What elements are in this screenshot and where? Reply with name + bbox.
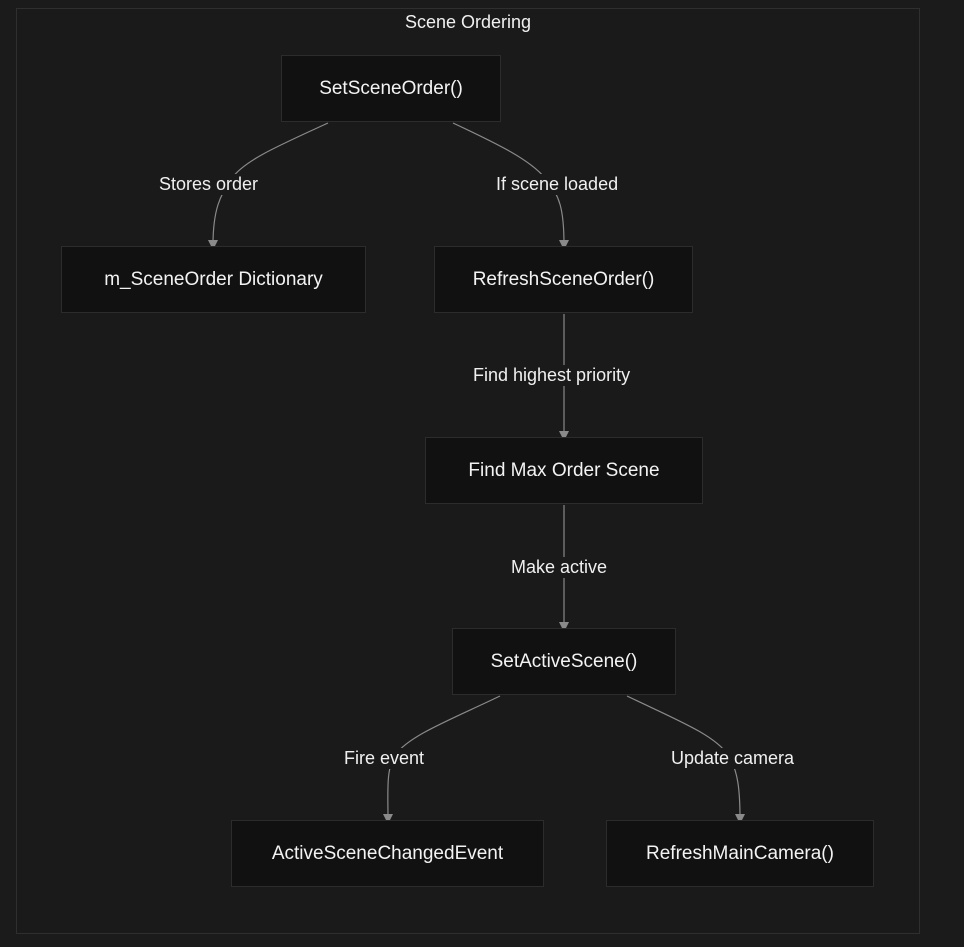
node-refresh-main-camera-label: RefreshMainCamera() bbox=[646, 842, 834, 864]
edge-label-update-camera: Update camera bbox=[669, 748, 797, 769]
edge-label-if-scene-loaded: If scene loaded bbox=[494, 174, 621, 195]
group-title: Scene Ordering bbox=[404, 12, 532, 32]
node-set-scene-order-label: SetSceneOrder() bbox=[319, 77, 463, 99]
edge-label-fire-event: Fire event bbox=[342, 748, 427, 769]
edge-label-stores-order: Stores order bbox=[157, 174, 261, 195]
node-active-scene-changed-event: ActiveSceneChangedEvent bbox=[231, 820, 544, 887]
edge-label-make-active: Make active bbox=[509, 557, 610, 578]
node-scene-order-dictionary: m_SceneOrder Dictionary bbox=[61, 246, 366, 313]
node-refresh-main-camera: RefreshMainCamera() bbox=[606, 820, 874, 887]
node-scene-order-dictionary-label: m_SceneOrder Dictionary bbox=[104, 268, 323, 290]
edge-label-find-highest-priority: Find highest priority bbox=[471, 365, 633, 386]
node-refresh-scene-order: RefreshSceneOrder() bbox=[434, 246, 693, 313]
node-refresh-scene-order-label: RefreshSceneOrder() bbox=[472, 268, 655, 290]
node-find-max-order-scene-label: Find Max Order Scene bbox=[468, 459, 660, 481]
node-set-scene-order: SetSceneOrder() bbox=[281, 55, 501, 122]
node-find-max-order-scene: Find Max Order Scene bbox=[425, 437, 703, 504]
node-set-active-scene-label: SetActiveScene() bbox=[490, 650, 638, 672]
node-set-active-scene: SetActiveScene() bbox=[452, 628, 676, 695]
node-active-scene-changed-event-label: ActiveSceneChangedEvent bbox=[271, 842, 504, 864]
